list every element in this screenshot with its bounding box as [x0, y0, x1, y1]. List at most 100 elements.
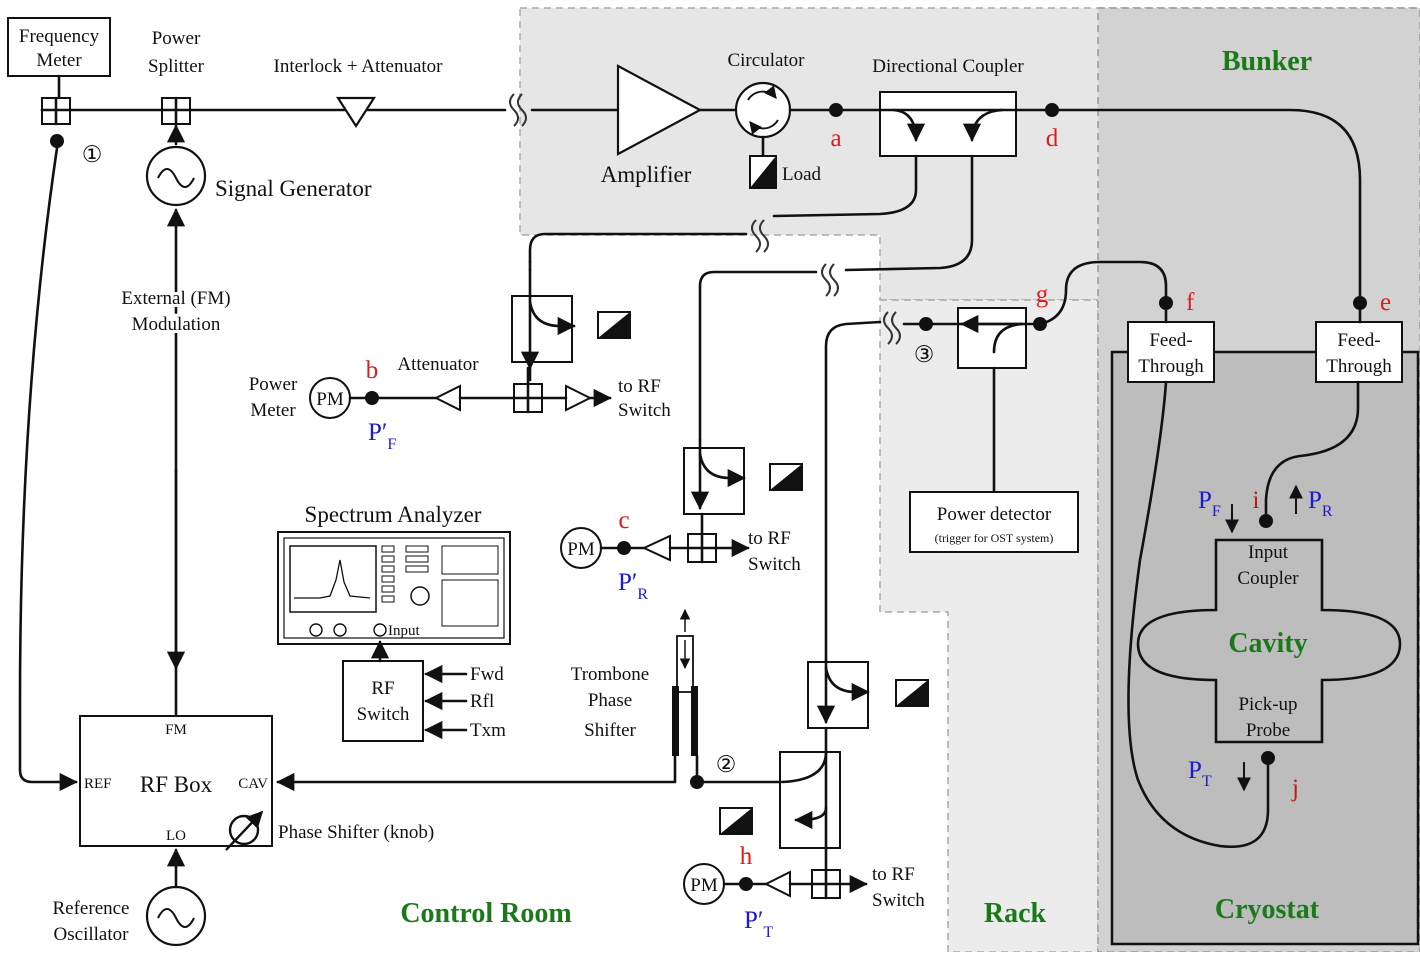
transmitted-to-rf-1: to RF: [872, 864, 915, 885]
frequency-meter-label-2: Meter: [36, 50, 82, 71]
feed-through-e-label-1: Feed-: [1337, 330, 1380, 351]
rf-switch-input-rfl: Rfl: [470, 691, 494, 712]
rf-switch-label-1: RF: [371, 678, 394, 699]
phase-shifter-knob-label: Phase Shifter (knob): [278, 822, 434, 843]
external-modulation-label-2: Modulation: [132, 314, 221, 335]
forward-coupler-box: [511, 295, 573, 363]
reflected-to-rf-1: to RF: [748, 528, 791, 549]
power-splitter-label-2: Splitter: [148, 56, 205, 77]
rf-switch-label-2: Switch: [357, 704, 410, 725]
power-detector-label: Power detector: [937, 504, 1052, 525]
rack-zone: [879, 299, 1099, 953]
signal-generator-label: Signal Generator: [215, 176, 372, 201]
rf-switch-box: [342, 660, 424, 742]
directional-coupler-box: [879, 91, 1017, 157]
forward-attenuator: [433, 384, 461, 412]
power-pf: PF: [1198, 487, 1221, 520]
power-pr-prime: P′R: [618, 569, 648, 603]
marker-three: ③: [914, 342, 935, 367]
feed-through-f: [1127, 321, 1215, 383]
feed-through-f-label-1: Feed-: [1149, 330, 1192, 351]
phase-shifter-knob[interactable]: [225, 810, 264, 851]
external-modulation-label-1: External (FM): [121, 288, 230, 309]
power-pt-prime: P′T: [744, 907, 773, 941]
power-pf-prime: P′F: [368, 419, 396, 453]
amplifier-label: Amplifier: [601, 162, 692, 187]
pickup-probe-label-1: Pick-up: [1238, 694, 1297, 715]
transmitted-coupler-2: [779, 751, 841, 849]
point-h: h: [740, 843, 753, 870]
power-detector-note: (trigger for OST system): [935, 531, 1054, 545]
pickup-probe-label-2: Probe: [1246, 720, 1290, 741]
spectrum-analyzer-title: Spectrum Analyzer: [305, 502, 482, 527]
interlock-label: Interlock + Attenuator: [274, 56, 444, 77]
trombone-phase-shifter[interactable]: [672, 608, 698, 756]
reflected-coupler-box: [683, 447, 745, 515]
point-b: b: [366, 357, 379, 384]
circulator-label: Circulator: [727, 50, 805, 71]
power-detector-box: [909, 491, 1079, 553]
trombone-label-2: Phase: [588, 690, 632, 711]
power-pt: PT: [1188, 757, 1212, 790]
zone-label-cryostat: Cryostat: [1215, 894, 1320, 925]
rf-box-port-lo: LO: [166, 828, 186, 844]
input-coupler-label-1: Input: [1248, 542, 1289, 563]
zone-label-rack: Rack: [984, 898, 1047, 929]
attenuator-label: Attenuator: [397, 354, 479, 375]
directional-coupler-label: Directional Coupler: [872, 56, 1024, 77]
forward-to-rf-1: to RF: [618, 376, 661, 397]
cable-break-3: [821, 263, 839, 297]
cavity-body: [1136, 538, 1402, 744]
feed-through-e-label-2: Through: [1326, 356, 1392, 377]
rf-box-port-fm: FM: [165, 722, 187, 738]
zone-label-bunker: Bunker: [1222, 46, 1312, 77]
amplifier-triangle: [616, 64, 703, 156]
rf-switch-input-txm: Txm: [470, 720, 506, 741]
trombone-label-1: Trombone: [571, 664, 649, 685]
point-a: a: [830, 125, 841, 152]
rf-box: [79, 715, 273, 847]
point-i: i: [1253, 487, 1260, 514]
power-pr: PR: [1308, 487, 1333, 520]
pm-h-label: PM: [690, 875, 718, 896]
point-j: j: [1291, 775, 1299, 802]
pm-c-label: PM: [567, 539, 595, 560]
cable-break-1: [509, 93, 527, 127]
reference-oscillator-label-1: Reference: [53, 898, 130, 919]
input-coupler-label-2: Coupler: [1237, 568, 1299, 589]
point-c: c: [618, 507, 629, 534]
spectrum-analyzer: [277, 531, 511, 645]
pm-b-label: PM: [316, 389, 344, 410]
trombone-label-3: Shifter: [584, 720, 636, 741]
reference-oscillator-label-2: Oscillator: [54, 924, 130, 945]
forward-to-rf-2: Switch: [618, 400, 671, 421]
zone-label-control-room: Control Room: [400, 898, 571, 929]
transmitted-coupler-box: [807, 661, 869, 729]
point-e: e: [1380, 289, 1391, 316]
load-label: Load: [782, 164, 822, 185]
point-d: d: [1046, 125, 1059, 152]
cable-break-2: [751, 219, 769, 253]
rf-switch-input-fwd: Fwd: [470, 664, 504, 685]
rf-box-label: RF Box: [140, 772, 213, 797]
power-splitter-label-1: Power: [152, 28, 201, 49]
point-f: f: [1186, 289, 1195, 316]
transmitted-to-rf-2: Switch: [872, 890, 925, 911]
power-meter-label-2: Meter: [250, 400, 296, 421]
marker-one: ①: [82, 142, 103, 167]
cavity-label: Cavity: [1228, 628, 1307, 659]
detector-coupler-box: [957, 307, 1027, 369]
rf-box-port-cav: CAV: [238, 776, 268, 792]
spectrum-analyzer-input-label: Input: [388, 623, 420, 639]
power-meter-label-1: Power: [249, 374, 298, 395]
reflected-to-rf-2: Switch: [748, 554, 801, 575]
point-g: g: [1036, 281, 1049, 308]
feed-through-e: [1315, 321, 1403, 383]
frequency-meter-label-1: Frequency: [19, 26, 100, 47]
rf-box-port-ref: REF: [84, 776, 112, 792]
attenuator-triangle-top: [335, 96, 377, 129]
feed-through-f-label-2: Through: [1138, 356, 1204, 377]
marker-two: ②: [716, 752, 737, 777]
